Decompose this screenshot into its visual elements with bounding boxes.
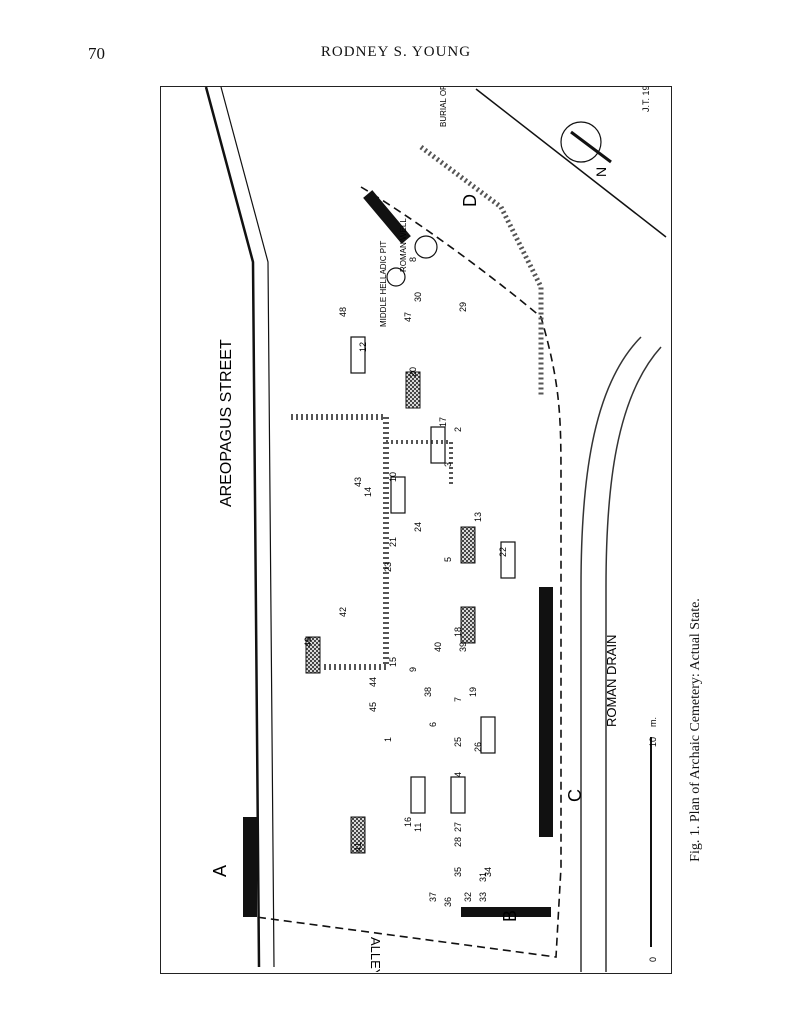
grave-number-12: 12 <box>358 342 368 352</box>
grave-number-20: 20 <box>408 367 418 377</box>
grave-number-36: 36 <box>443 897 453 907</box>
grave-19 <box>460 526 476 564</box>
north-arrow-icon <box>560 121 612 164</box>
grave-number-44: 44 <box>368 677 378 687</box>
plan-drawing: AREOPAGUS STREET ROMAN DRAIN ALLEY ROMAN… <box>204 87 667 972</box>
signature: J.T. 1949 <box>641 87 651 112</box>
grave-46 <box>305 636 321 674</box>
wall-d <box>363 190 411 244</box>
scale-zero: 0 <box>648 957 658 962</box>
grave-number-18: 18 <box>453 627 463 637</box>
grave-26 <box>480 716 496 754</box>
plan-figure: AREOPAGUS STREET ROMAN DRAIN ALLEY ROMAN… <box>160 86 672 974</box>
grave-number-42: 42 <box>338 607 348 617</box>
grave-41 <box>350 816 366 854</box>
grave-number-6: 6 <box>428 722 438 727</box>
grave-20 <box>405 371 421 409</box>
grave-number-23: 23 <box>383 562 393 572</box>
corner-label-b: B <box>500 910 520 922</box>
grave-18 <box>460 606 476 644</box>
grave-number-7: 7 <box>453 697 463 702</box>
grave-number-46: 46 <box>303 637 313 647</box>
grave-22 <box>500 541 516 579</box>
grave-number-1: 1 <box>383 737 393 742</box>
grave-number-10: 10 <box>388 472 398 482</box>
grave-number-47: 47 <box>403 312 413 322</box>
grave-number-15: 15 <box>388 657 398 667</box>
grave-number-38: 38 <box>423 687 433 697</box>
grave-number-22: 22 <box>498 547 508 557</box>
cemetery-boundary <box>255 186 562 958</box>
grave-number-34: 34 <box>483 867 493 877</box>
drain-label: ROMAN DRAIN <box>604 635 619 727</box>
north-boundary <box>475 88 667 238</box>
roman-well <box>414 235 438 259</box>
grave-number-41: 41 <box>353 842 363 852</box>
grave-16 <box>410 776 426 814</box>
corner-label-d: D <box>460 194 480 207</box>
grave-number-45: 45 <box>368 702 378 712</box>
street-curb <box>220 87 275 968</box>
running-head: RODNEY S. YOUNG <box>320 44 472 60</box>
scale-ten: 10 <box>648 737 658 747</box>
grave-number-8: 8 <box>408 257 418 262</box>
grave-number-35: 35 <box>453 867 463 877</box>
street-label: AREOPAGUS STREET <box>218 339 235 507</box>
roman-drain-edge <box>580 336 642 972</box>
grave-12 <box>350 336 366 374</box>
wall-rubble-3 <box>419 145 544 397</box>
wall-rubble <box>291 414 389 670</box>
grave-number-33: 33 <box>478 892 488 902</box>
grave-number-30: 30 <box>413 292 423 302</box>
pit-label: MIDDLE HELLADIC PIT <box>379 241 388 327</box>
grave-10 <box>390 476 406 514</box>
grave-number-32: 32 <box>463 892 473 902</box>
grave-number-3: 3 <box>443 462 453 467</box>
dog-burial-label: BURIAL OF DOG <box>439 87 448 127</box>
grave-number-21: 21 <box>388 537 398 547</box>
grave-17 <box>430 426 446 464</box>
page-number: 70 <box>88 44 105 63</box>
wall-rubble-2 <box>386 440 453 487</box>
graves <box>305 336 516 854</box>
grave-number-9: 9 <box>408 667 418 672</box>
grave-number-48: 48 <box>338 307 348 317</box>
grave-number-16: 16 <box>403 817 413 827</box>
corner-label-a: A <box>210 865 230 877</box>
grave-number-labels: 1234567891011121314151617181920212223242… <box>303 257 508 907</box>
north-label: N <box>593 167 609 177</box>
grave-number-39: 39 <box>458 642 468 652</box>
grave-number-26: 26 <box>473 742 483 752</box>
wall-c <box>539 587 553 837</box>
street-edge <box>204 87 261 968</box>
grave-number-2: 2 <box>453 427 463 432</box>
grave-number-4: 4 <box>453 772 463 777</box>
grave-number-28: 28 <box>453 837 463 847</box>
corner-label-c: C <box>565 789 585 802</box>
alley-label: ALLEY <box>368 937 383 972</box>
grave-27 <box>450 776 466 814</box>
grave-number-13: 13 <box>473 512 483 522</box>
grave-number-19: 19 <box>468 687 478 697</box>
grave-number-37: 37 <box>428 892 438 902</box>
wall-b <box>461 907 551 917</box>
grave-number-11: 11 <box>413 823 423 832</box>
roman-well-label: ROMAN WELL <box>399 218 408 272</box>
grave-number-43: 43 <box>353 477 363 487</box>
grave-number-17: 17 <box>438 417 448 427</box>
grave-number-31: 31 <box>478 872 488 882</box>
grave-number-24: 24 <box>413 522 423 532</box>
figure-caption: Fig. 1. Plan of Archaic Cemetery: Actual… <box>688 598 703 862</box>
grave-number-5: 5 <box>443 557 453 562</box>
wall-a <box>243 817 257 917</box>
scale-unit: m. <box>648 717 658 727</box>
grave-number-27: 27 <box>453 822 463 832</box>
grave-number-14: 14 <box>363 487 373 497</box>
grave-number-25: 25 <box>453 737 463 747</box>
grave-number-29: 29 <box>458 302 468 312</box>
pit <box>386 267 406 287</box>
grave-number-40: 40 <box>433 642 443 652</box>
roman-drain-edge-outer <box>605 346 662 972</box>
